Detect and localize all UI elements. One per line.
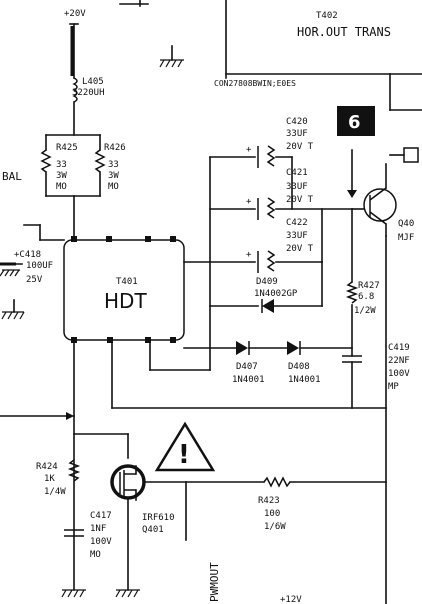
l405-ref: L405 bbox=[82, 77, 104, 87]
rail-20v: +20V bbox=[64, 9, 86, 79]
r423-v1: 100 bbox=[264, 509, 280, 519]
r424-v2: 1/4W bbox=[44, 487, 66, 497]
capacitor-c417: C417 1NF 100V MO bbox=[64, 511, 112, 560]
c418-v1: 100UF bbox=[26, 261, 53, 271]
ground-icon bbox=[61, 589, 86, 598]
c418-ref: +C418 bbox=[14, 250, 41, 260]
c417-ref: C417 bbox=[90, 511, 112, 521]
bottom-voltage-label: +12V bbox=[280, 595, 302, 604]
r423-ref: R423 bbox=[258, 496, 280, 506]
l405-value: 3220UH bbox=[72, 88, 105, 98]
resistor-pair: R425 33 3W MO R426 33 3W MO bbox=[40, 134, 126, 241]
q40x-ref: Q40 bbox=[398, 219, 414, 229]
top-voltage-label: +20V bbox=[64, 9, 86, 19]
r424-v1: 1K bbox=[44, 474, 55, 484]
r424-ref: R424 bbox=[36, 462, 58, 472]
q401-part: IRF610 bbox=[142, 513, 175, 523]
warning-triangle-icon: ! bbox=[154, 421, 216, 472]
r426-ref: R426 bbox=[104, 143, 126, 153]
r427-ref: R427 bbox=[358, 281, 380, 291]
c420-polarity: + bbox=[246, 145, 252, 155]
c419-ref: C419 bbox=[388, 343, 410, 353]
ground-icon bbox=[159, 45, 184, 68]
c422-v2: 20V T bbox=[286, 244, 314, 254]
c420-ref: C420 bbox=[286, 117, 308, 127]
r426-v1: 33 bbox=[108, 160, 119, 170]
c419-v1: 22NF bbox=[388, 356, 410, 366]
r425-v1: 33 bbox=[56, 160, 67, 170]
c421-v2: 20V T bbox=[286, 195, 314, 205]
c422-ref: C422 bbox=[286, 218, 308, 228]
c418-v2: 25V bbox=[26, 275, 43, 285]
r423-v2: 1/6W bbox=[264, 522, 286, 532]
capacitor-bank: + + + C420 33UF 20V T C421 33UF 20V T C4… bbox=[183, 117, 353, 371]
d407-v1: 1N4001 bbox=[232, 375, 265, 385]
r427-v2: 1/2W bbox=[354, 306, 376, 316]
c419-v2: 100V bbox=[388, 369, 410, 379]
c417-v1: 1NF bbox=[90, 524, 106, 534]
d407-ref: D407 bbox=[236, 362, 258, 372]
section-badge: 6 bbox=[337, 106, 375, 136]
q401-ref: Q401 bbox=[142, 525, 164, 535]
c417-v3: MO bbox=[90, 550, 101, 560]
mosfet-q401: IRF610 Q401 bbox=[110, 464, 265, 591]
r426-v2: 3W bbox=[108, 171, 119, 181]
c421-polarity: + bbox=[246, 197, 252, 207]
inductor-l405: L405 3220UH bbox=[72, 77, 105, 136]
c422-v1: 33UF bbox=[286, 231, 308, 241]
badge-number: 6 bbox=[348, 112, 361, 133]
c421-ref: C421 bbox=[286, 168, 308, 178]
c420-v1: 33UF bbox=[286, 129, 308, 139]
d408-v1: 1N4001 bbox=[288, 375, 321, 385]
c422-polarity: + bbox=[246, 250, 252, 260]
r425-v3: MO bbox=[56, 182, 67, 192]
diode-d409: D409 1N4002GP bbox=[209, 261, 323, 313]
svg-text:!: ! bbox=[178, 440, 190, 470]
ground-icon bbox=[0, 269, 20, 277]
diodes-d407-d408: D407 1N4001 D408 1N4001 bbox=[149, 339, 353, 385]
bal-label: BAL bbox=[2, 170, 22, 183]
c419-v3: MP bbox=[388, 382, 399, 392]
d409-v1: 1N4002GP bbox=[254, 289, 298, 299]
capacitor-c418: +C418 100UF 25V bbox=[0, 224, 65, 285]
ground-icon bbox=[1, 299, 25, 320]
d408-ref: D408 bbox=[288, 362, 310, 372]
c417-v2: 100V bbox=[90, 537, 112, 547]
transistor-q40x: Q40 MJF bbox=[347, 149, 414, 604]
hdt-ref: T401 bbox=[116, 277, 138, 287]
q40x-v1: MJF bbox=[398, 233, 414, 243]
t402-desc: HOR.OUT TRANS bbox=[297, 25, 391, 39]
d409-ref: D409 bbox=[256, 277, 278, 287]
r427-c419: R427 6.8 1/2W C419 22NF 100V MP bbox=[342, 208, 410, 409]
r425-ref: R425 bbox=[56, 143, 78, 153]
r426-v3: MO bbox=[108, 182, 119, 192]
pwm-label: PWMOUT bbox=[208, 562, 221, 602]
t402-connector: CON27808BWIN;E0ES bbox=[214, 79, 296, 88]
ground-icon bbox=[115, 589, 140, 598]
resistor-r424: R424 1K 1/4W bbox=[36, 433, 129, 497]
resistor-r423: R423 100 1/6W bbox=[258, 476, 387, 532]
c420-v2: 20V T bbox=[286, 142, 314, 152]
c421-v1: 33UF bbox=[286, 182, 308, 192]
hdt-transformer: T401 HDT bbox=[63, 236, 185, 343]
t402-ref: T402 bbox=[316, 11, 338, 21]
transformer-t402: T402 HOR.OUT TRANS CON27808BWIN;E0ES bbox=[119, 0, 422, 111]
r425-v2: 3W bbox=[56, 171, 67, 181]
r427-v1: 6.8 bbox=[358, 292, 374, 302]
hdt-name: HDT bbox=[104, 289, 147, 313]
